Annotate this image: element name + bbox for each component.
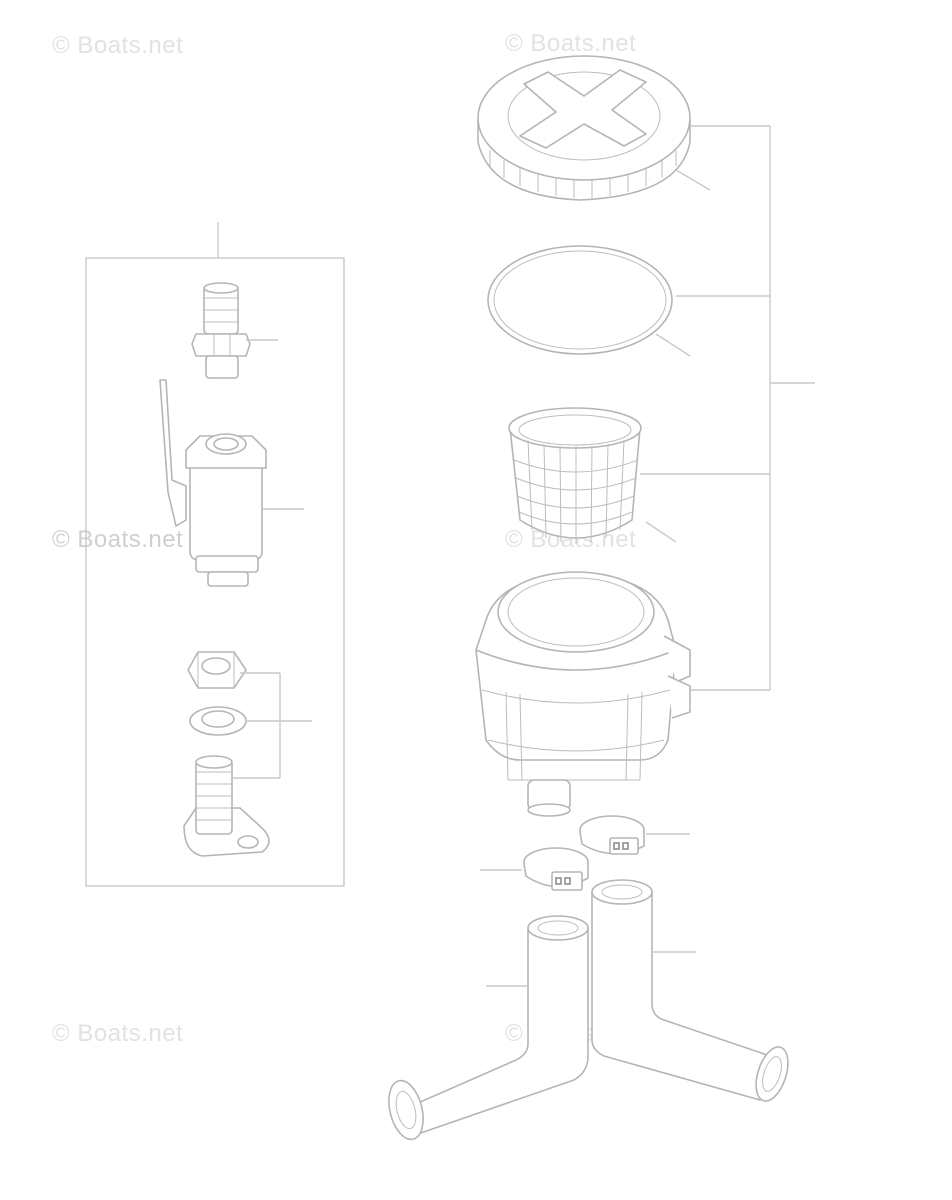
main-bracket [640, 125, 815, 691]
o-ring[interactable] [487, 245, 691, 357]
watermark-mid-left: © Boats.net [52, 526, 184, 553]
strainer-cap[interactable] [477, 55, 711, 201]
strainer-basket[interactable] [508, 407, 677, 544]
hose-right[interactable] [591, 879, 794, 1105]
watermark-top-right: © Boats.net [505, 30, 637, 57]
hose-clamp-lower[interactable] [480, 847, 589, 891]
watermark-top-left: © Boats.net [52, 32, 184, 59]
hose-left[interactable] [383, 915, 589, 1143]
washer[interactable] [189, 706, 247, 736]
strainer-body[interactable] [475, 571, 691, 817]
hose-clamp-upper[interactable] [579, 815, 690, 855]
watermark-bottom-left: © Boats.net [52, 1020, 184, 1047]
kit-bracket [232, 672, 312, 779]
thru-hull-fitting[interactable] [183, 755, 270, 857]
lock-nut[interactable] [187, 651, 247, 689]
hose-barb-fitting[interactable] [191, 282, 278, 379]
kit-box [85, 222, 345, 887]
ball-valve[interactable] [159, 379, 304, 587]
